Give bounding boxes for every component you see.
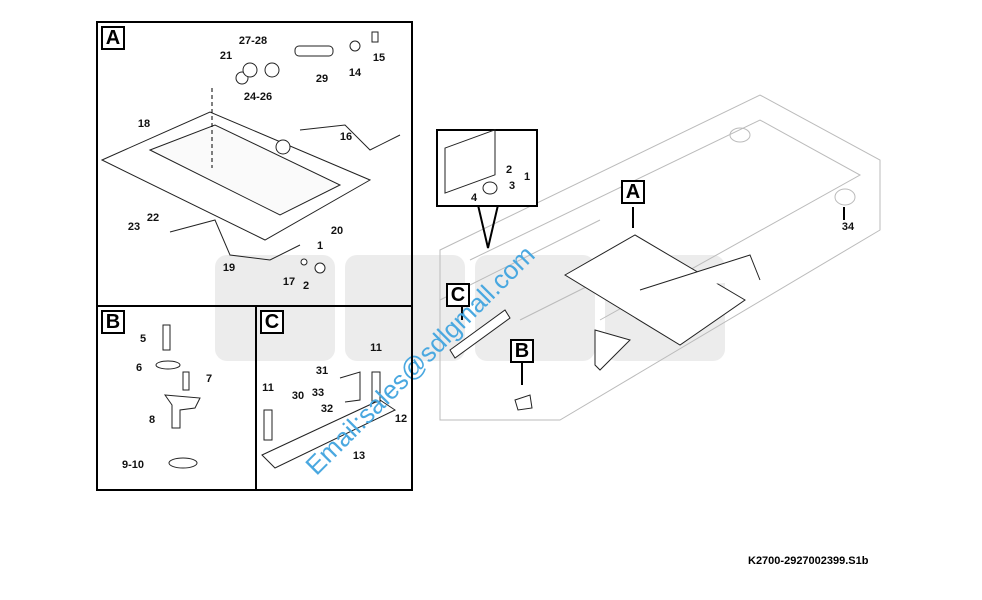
part-label: 11 bbox=[370, 342, 382, 354]
part-label: 3 bbox=[508, 180, 516, 192]
part-label: 6 bbox=[135, 362, 143, 374]
part-label: 15 bbox=[372, 52, 386, 64]
part-label: 16 bbox=[339, 131, 353, 143]
part-label: 5 bbox=[139, 333, 147, 345]
callout-b: B bbox=[510, 339, 534, 363]
detail-panel-a: A bbox=[96, 21, 413, 307]
detail-panel-c: C bbox=[255, 305, 413, 491]
part-label: 14 bbox=[348, 67, 362, 79]
part-label: 4 bbox=[470, 192, 478, 204]
part-label: 22 bbox=[146, 212, 160, 224]
panel-c-badge: C bbox=[260, 310, 284, 334]
part-label: 23 bbox=[127, 221, 141, 233]
part-label: 34 bbox=[841, 221, 855, 233]
part-label: 31 bbox=[315, 365, 329, 377]
part-label: 17 bbox=[282, 276, 296, 288]
part-label: 12 bbox=[394, 413, 408, 425]
callout-c: C bbox=[446, 283, 470, 307]
part-label: 13 bbox=[352, 450, 366, 462]
part-label: 29 bbox=[315, 73, 329, 85]
part-label: 27-28 bbox=[238, 35, 268, 47]
part-label: 19 bbox=[222, 262, 236, 274]
panel-b-badge: B bbox=[101, 310, 125, 334]
part-label: 24-26 bbox=[243, 91, 273, 103]
part-label: 18 bbox=[137, 118, 151, 130]
part-label: 20 bbox=[330, 225, 344, 237]
part-label: 11 bbox=[262, 382, 274, 394]
part-label: 30 bbox=[291, 390, 305, 402]
part-label: 2 bbox=[302, 280, 310, 292]
drawing-code: K2700-2927002399.S1b bbox=[748, 555, 869, 567]
detail-panel-b: B bbox=[96, 305, 257, 491]
part-label: 33 bbox=[311, 387, 325, 399]
callout-a: A bbox=[621, 180, 645, 204]
part-label: 9-10 bbox=[121, 459, 145, 471]
part-label: 8 bbox=[148, 414, 156, 426]
panel-a-badge: A bbox=[101, 26, 125, 50]
part-label: 21 bbox=[219, 50, 233, 62]
part-label: 7 bbox=[205, 373, 213, 385]
part-label: 1 bbox=[523, 171, 531, 183]
part-label: 32 bbox=[320, 403, 334, 415]
part-label: 2 bbox=[505, 164, 513, 176]
part-label: 1 bbox=[316, 240, 324, 252]
